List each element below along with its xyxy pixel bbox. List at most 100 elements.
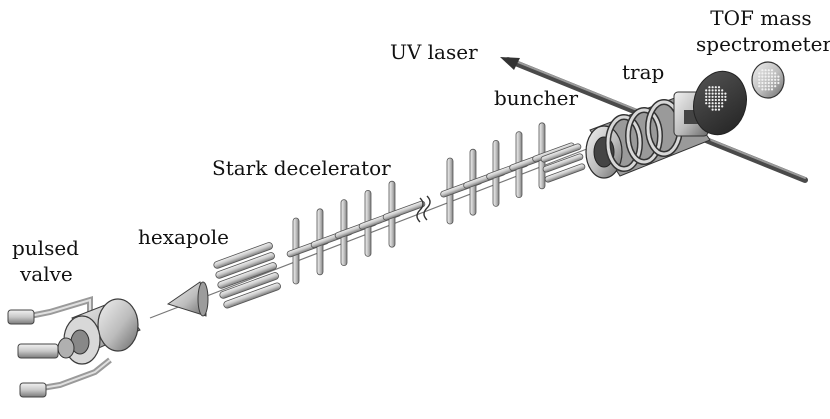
grid-hole [724,98,727,102]
grid-hole [758,72,761,75]
grid-hole [717,108,721,111]
grid-hole [714,86,717,89]
grid-hole [708,102,711,105]
grid-hole [761,78,764,81]
grid-hole [705,92,708,95]
grid-hole [761,75,764,78]
grid-hole [764,88,767,91]
grid-hole [770,88,774,91]
grid-hole [721,95,724,98]
grid-hole [708,95,711,98]
label-hexapole: hexapole [138,225,229,249]
label-pulsed-valve-line1: pulsed [12,236,79,260]
grid-hole [717,105,721,108]
grid-hole [721,105,724,108]
grid-hole [777,78,780,81]
grid-hole [761,81,764,85]
grid-hole [711,98,714,102]
grid-hole [717,102,721,105]
grid-hole [724,92,727,95]
grid-hole [767,75,770,78]
stark-electrode-horizontal [382,200,426,221]
grid-hole [767,69,770,72]
grid-hole [764,72,767,75]
grid-hole [758,78,761,81]
grid-hole [758,85,761,88]
grid-hole [767,88,770,91]
label-trap: trap [622,60,665,84]
grid-hole [761,72,764,75]
grid-hole [708,105,711,108]
grid-hole [770,81,774,85]
buncher-rods [540,143,586,183]
grid-hole [758,81,761,85]
grid-hole [711,105,714,108]
skimmer-cone [166,281,209,317]
grid-hole [764,78,767,81]
laser-arrowhead [500,57,520,70]
grid-hole [708,89,711,92]
grid-hole [714,95,717,98]
grid-hole [774,75,777,78]
grid-hole [758,75,761,78]
grid-hole [705,98,708,102]
grid-hole [708,92,711,95]
grid-hole [770,78,774,81]
grid-hole [717,98,721,102]
grid-hole [721,92,724,95]
stark-decelerator-section-1 [286,180,426,285]
label-tof-line1: TOF mass [710,6,812,30]
grid-hole [717,89,721,92]
detector-grid-holes [758,69,780,91]
continuation-marks [416,195,431,223]
label-uv-laser: UV laser [390,40,478,64]
grid-hole [767,85,770,88]
grid-hole [714,98,717,102]
grid-hole [764,85,767,88]
trap-assembly [585,91,711,179]
grid-hole [764,69,767,72]
grid-hole [711,95,714,98]
label-stark-decelerator: Stark decelerator [212,156,391,180]
grid-hole [714,108,717,111]
grid-hole [724,95,727,98]
grid-hole [767,72,770,75]
grid-hole [714,105,717,108]
grid-hole [770,69,774,72]
hexapole-rods [213,242,281,309]
grid-hole [721,98,724,102]
grid-hole [711,92,714,95]
grid-hole [770,75,774,78]
grid-hole [770,72,774,75]
grid-hole [717,95,721,98]
grid-hole [708,98,711,102]
grid-hole [721,102,724,105]
grid-hole [774,85,777,88]
grid-hole [714,92,717,95]
grid-hole [774,78,777,81]
grid-hole [717,86,721,89]
grid-hole [777,75,780,78]
grid-hole [717,92,721,95]
grid-hole [761,85,764,88]
grid-hole [761,69,764,72]
label-pulsed-valve-line2: valve [20,262,73,286]
grid-hole [714,89,717,92]
grid-hole [711,102,714,105]
grid-hole [714,102,717,105]
grid-hole [764,81,767,85]
tof-mass-spectrometer [693,61,785,136]
grid-hole [774,72,777,75]
tof-grid-holes [705,86,727,111]
grid-hole [774,81,777,85]
grid-hole [761,88,764,91]
grid-hole [711,108,714,111]
grid-hole [770,85,774,88]
grid-hole [705,95,708,98]
grid-hole [777,81,780,85]
grid-hole [708,86,711,89]
grid-hole [721,89,724,92]
beam-axis [149,139,611,319]
pulsed-valve [7,295,141,398]
